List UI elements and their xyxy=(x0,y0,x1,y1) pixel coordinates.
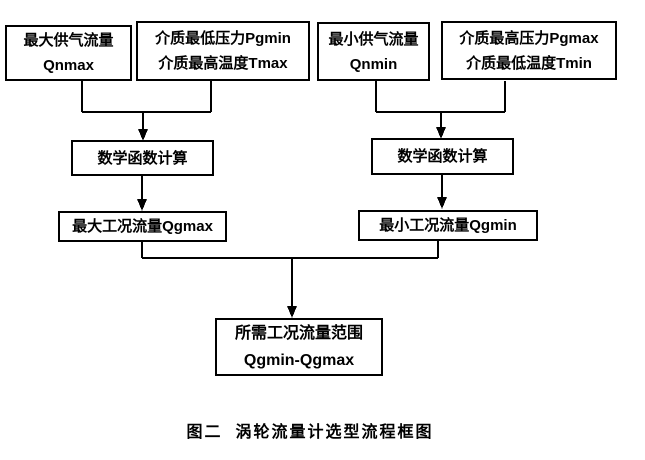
node-max-temp-label: 介质最高温度Tmax xyxy=(158,55,288,72)
arrowhead-into-result xyxy=(287,306,297,318)
node-min-pressure-max-temp: 介质最低压力Pgmin 介质最高温度Tmax xyxy=(136,21,310,81)
node-min-supply-flow-label: 最小供气流量 xyxy=(328,30,419,48)
connector-right-top-merge xyxy=(375,81,506,129)
node-math-calc-right-label: 数学函数计算 xyxy=(397,148,488,165)
node-min-operating-flow-label: 最小工况流量Qgmin xyxy=(379,217,517,234)
node-math-calc-left: 数学函数计算 xyxy=(71,140,214,176)
node-min-operating-flow: 最小工况流量Qgmin xyxy=(358,210,538,241)
node-max-supply-flow: 最大供气流量 Qnmax xyxy=(5,25,132,81)
node-min-pressure-label: 介质最低压力Pgmin xyxy=(155,30,291,47)
node-max-operating-flow-label: 最大工况流量Qgmax xyxy=(72,218,213,235)
node-math-calc-left-label: 数学函数计算 xyxy=(97,149,188,167)
node-max-operating-flow: 最大工况流量Qgmax xyxy=(58,211,227,242)
arrowhead-into-qgmax xyxy=(137,199,147,211)
node-max-pressure-label: 介质最高压力Pgmax xyxy=(459,29,599,47)
node-min-temp-label: 介质最低温度Tmin xyxy=(466,54,592,72)
node-required-flow-range-value: Qgmin-Qgmax xyxy=(243,352,355,369)
node-min-supply-flow: 最小供气流量 Qnmin xyxy=(317,22,430,81)
node-min-supply-flow-symbol: Qnmin xyxy=(349,55,398,73)
node-required-flow-range: 所需工况流量范围 Qgmin-Qgmax xyxy=(215,318,383,376)
figure-caption: 图二 涡轮流量计选型流程框图 xyxy=(186,424,434,441)
node-max-pressure-min-temp: 介质最高压力Pgmax 介质最低温度Tmin xyxy=(441,21,617,80)
node-max-supply-flow-symbol: Qnmax xyxy=(43,57,94,74)
arrowhead-into-qgmin xyxy=(437,197,447,209)
connector-bottom-merge xyxy=(141,241,439,308)
node-required-flow-range-label: 所需工况流量范围 xyxy=(234,325,363,342)
node-math-calc-right: 数学函数计算 xyxy=(371,138,514,175)
connector-left-top-merge xyxy=(81,81,212,131)
node-max-supply-flow-label: 最大供气流量 xyxy=(23,32,114,49)
